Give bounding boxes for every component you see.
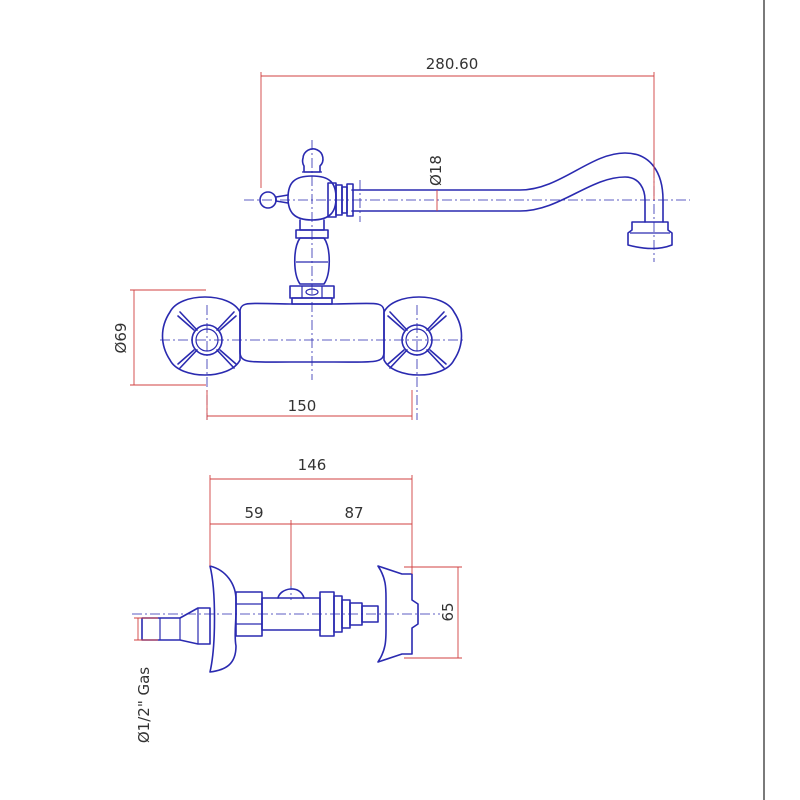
right-rosette (383, 296, 463, 376)
right-cross-handle (387, 311, 447, 369)
top-centerlines (132, 580, 440, 615)
center-distance-label: 150 (288, 397, 317, 415)
handle-height-label: 65 (439, 602, 457, 621)
aerator (627, 221, 673, 250)
dim-spout-diameter: Ø18 (427, 155, 445, 211)
diverter-body (287, 175, 337, 221)
dim-total-depth: 146 (209, 456, 413, 574)
cross-handle-side (377, 565, 419, 663)
overall-length-label: 280.60 (426, 55, 479, 73)
dim-overall-length: 280.60 (260, 55, 655, 200)
mixer-body (239, 302, 385, 363)
depth-to-outlet-label: 59 (244, 504, 263, 522)
body-tube (261, 588, 321, 631)
front-centerlines (160, 140, 690, 420)
left-cross-handle (177, 311, 237, 369)
spout-diameter-label: Ø18 (427, 155, 445, 186)
side-lever (275, 194, 289, 204)
wall-flange (209, 565, 237, 673)
central-column (259, 148, 337, 305)
dim-handle-height: 65 (404, 566, 462, 659)
top-knob (301, 148, 324, 173)
outlet-to-handle-label: 87 (344, 504, 363, 522)
left-rosette (161, 296, 241, 376)
inlet-connector (141, 607, 211, 645)
total-depth-label: 146 (298, 456, 327, 474)
dim-center-distance: 150 (206, 390, 413, 420)
urn-column (293, 237, 331, 285)
inlet-thread-label: Ø1/2" Gas (135, 667, 153, 743)
dim-partial-depths: 59 87 (210, 504, 412, 586)
rosette-diameter-label: Ø69 (112, 323, 130, 354)
dim-rosette-diameter: Ø69 (112, 289, 206, 386)
spout (327, 152, 673, 250)
dim-inlet-thread: Ø1/2" Gas (134, 617, 158, 743)
top-view: 146 59 87 65 Ø1/2" Gas (132, 456, 462, 743)
front-view: 280.60 Ø18 Ø69 150 (112, 55, 690, 420)
